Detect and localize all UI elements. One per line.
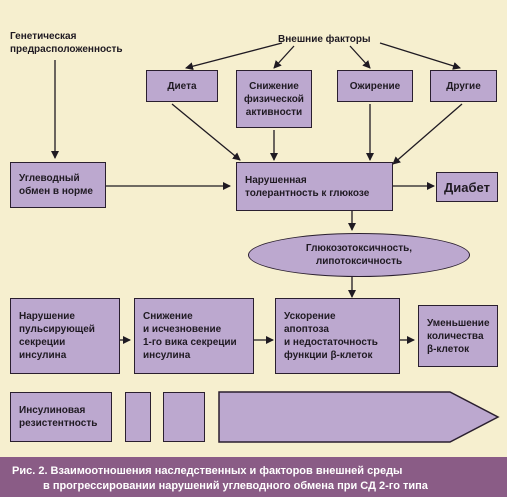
connector-arrows [51,42,500,443]
impaired-tolerance-box: Нарушенная толерантность к глюкозе [236,162,393,211]
arrow-diet-to-tolerance [171,103,241,161]
arrow-other-to-tolerance [392,103,463,165]
arrow-external-to-diet [185,42,283,71]
carb-normal-box: Углеводный обмен в норме [10,162,106,208]
arrow-external-to-activity [273,45,295,69]
caption-line-1: Рис. 2. Взаимоотношения наследственных и… [12,465,403,477]
first-peak-box: Снижение и исчезновение 1-го вика секрец… [134,298,254,374]
diabetes-text: Диабет [444,179,490,195]
genetic-predisposition-label: Генетическая предрасположенность [10,31,123,55]
beta-cell-decrease-box: Уменьшение количества β-клеток [418,305,498,367]
insulin-resistance-box: Инсулиновая резистентность [10,392,112,442]
arrow-external-to-obesity [349,45,371,69]
pulsatile-secretion-text: Нарушение пульсирующей секреции инсулина [19,311,95,361]
external-factors-label: Внешние факторы [278,34,371,45]
progression-arrow [218,391,500,443]
carb-normal-text: Углеводный обмен в норме [19,173,93,197]
beta-cell-decrease-text: Уменьшение количества β-клеток [427,317,490,355]
factor-diet-text: Диета [167,80,197,92]
toxicity-ellipse: Глюкозотоксичность, липотоксичность [248,233,470,277]
apoptosis-text: Ускорение апоптоза и недостаточность фун… [284,311,378,361]
pulsatile-secretion-box: Нарушение пульсирующей секреции инсулина [10,298,120,374]
factor-other-text: Другие [446,80,481,92]
arrow-external-to-other [379,42,461,70]
factor-obesity-box: Ожирение [337,70,413,102]
factor-activity-box: Снижение физической активности [236,70,312,128]
figure-caption: Рис. 2. Взаимоотношения наследственных и… [0,457,507,497]
progression-block-small [125,392,151,442]
apoptosis-box: Ускорение апоптоза и недостаточность фун… [275,298,400,374]
progression-block-medium [163,392,205,442]
caption-line-2: в прогрессировании нарушений углеводного… [43,480,428,492]
factor-diet-box: Диета [146,70,218,102]
impaired-tolerance-text: Нарушенная толерантность к глюкозе [245,174,370,199]
toxicity-text: Глюкозотоксичность, липотоксичность [305,243,413,267]
factor-other-box: Другие [430,70,497,102]
first-peak-text: Снижение и исчезновение 1-го вика секрец… [143,311,237,361]
factor-activity-text: Снижение физической активности [244,80,304,118]
factor-obesity-text: Ожирение [349,80,401,92]
insulin-resistance-text: Инсулиновая резистентность [19,405,98,429]
diabetes-box: Диабет [436,172,498,202]
